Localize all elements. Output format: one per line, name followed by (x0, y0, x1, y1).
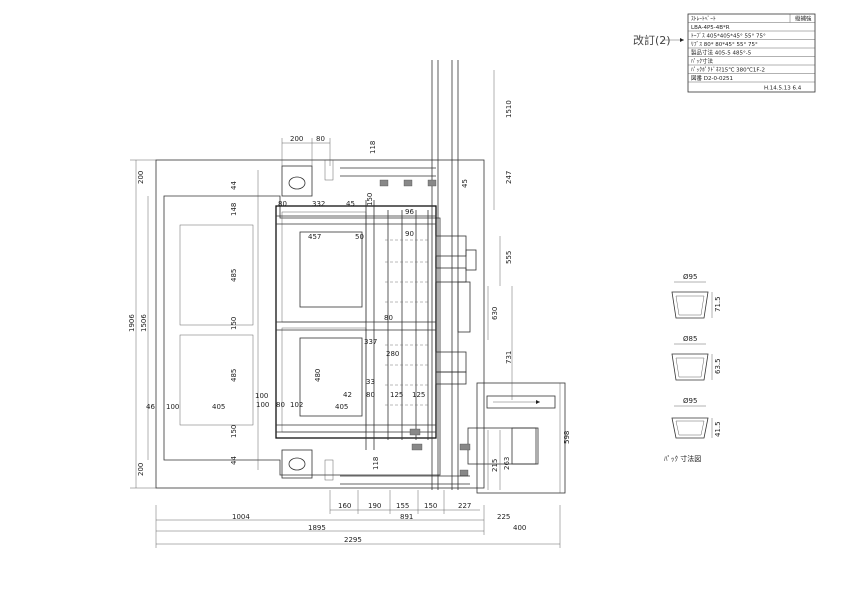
dim-80a: 80 (278, 200, 287, 208)
dim-100: 100 (256, 401, 269, 409)
dim-118b: 118 (372, 457, 380, 470)
tb-row-1-right: 縦補強 (795, 15, 812, 23)
dim-150: 150 (366, 193, 374, 206)
dim-33: 33 (366, 378, 375, 386)
dim-bot-1004: 1004 (232, 513, 250, 521)
dim-125a: 125 (390, 391, 403, 399)
dim-90: 90 (405, 230, 414, 238)
dim-bot-150: 150 (424, 502, 437, 510)
dim-148: 148 (230, 203, 238, 216)
dim-row-46: 46 (146, 403, 155, 411)
dim-332: 332 (312, 200, 325, 208)
dim-left-150: 150 (230, 317, 238, 330)
machine-frame (275, 60, 566, 494)
dim-80b: 80 (384, 314, 393, 322)
dim-42: 42 (343, 391, 352, 399)
dim-top-80: 80 (316, 135, 325, 143)
dim-bot-891: 891 (400, 513, 413, 521)
dim-480: 480 (314, 369, 322, 382)
dim-left-1506: 1506 (140, 314, 148, 332)
dim-598: 598 (563, 431, 571, 444)
dim-left-150b: 150 (230, 425, 238, 438)
dim-215: 215 (491, 459, 499, 472)
dim-bot-160: 160 (338, 502, 351, 510)
section-note: ﾊﾟｯｸ 寸法図 (664, 454, 701, 463)
dim-555: 555 (505, 251, 513, 264)
section-3-top: Ø95 (683, 397, 697, 405)
tb-row-5: 製品寸法 405-5 485°-5 (691, 49, 752, 57)
dim-485: 485 (230, 269, 238, 282)
tb-row-3: ﾄｰﾌﾞｽ 405*405*45° 55° 75° (691, 33, 766, 40)
dim-44a: 44 (230, 181, 238, 190)
pit-upper (179, 224, 254, 326)
anchor-brackets (281, 159, 334, 481)
section-1-side: 71.5 (714, 296, 722, 312)
dim-118: 118 (369, 141, 377, 154)
dim-44b: 44 (230, 456, 238, 465)
tb-row-7: ﾊﾟｯｸﾎﾟｸﾄﾞﾈﾏ15℃ 380℃1F-2 (691, 67, 765, 74)
pack-sections: Ø95 71.5 Ø85 63.5 Ø95 41.5 ﾊﾟｯｸ 寸法図 (664, 273, 722, 463)
dim-247: 247 (505, 171, 513, 184)
section-2-top: Ø85 (683, 335, 697, 343)
dim-280: 280 (386, 350, 399, 358)
dimension-labels: 200 80 118 44 80 332 45 150 96 90 457 50… (128, 100, 571, 544)
dim-bot-1895: 1895 (308, 524, 326, 532)
dim-bot-155: 155 (396, 502, 409, 510)
dim-405a: 405 (335, 403, 348, 411)
dim-left-1906: 1906 (128, 314, 136, 332)
tb-row-4: ﾘﾌﾞｽ 80* 80*45° 55° 75° (691, 41, 758, 48)
dim-45c: 45 (461, 179, 469, 188)
dim-row-405: 405 (212, 403, 225, 411)
section-2-side: 63.5 (714, 358, 722, 374)
dim-bot-400: 400 (513, 524, 526, 532)
dim-102: 102 (290, 401, 303, 409)
dim-row-100b: 100 (255, 392, 268, 400)
tb-row-1: ｽﾄﾚｰﾄﾍﾞｰﾄ (691, 16, 716, 23)
dim-left-200a: 200 (137, 171, 145, 184)
dim-45b: 45 (346, 200, 355, 208)
dim-bot-227: 227 (458, 502, 471, 510)
dim-left-200b: 200 (137, 463, 145, 476)
dim-top-200: 200 (290, 135, 303, 143)
dim-337: 337 (364, 338, 377, 346)
dim-630: 630 (491, 307, 499, 320)
section-3-side: 41.5 (714, 421, 722, 437)
dim-bot-225: 225 (497, 513, 510, 521)
dim-1510: 1510 (505, 100, 513, 118)
dim-bot-190: 190 (368, 502, 381, 510)
dim-485b: 485 (230, 369, 238, 382)
section-1-top: Ø95 (683, 273, 697, 281)
dim-row-100: 100 (166, 403, 179, 411)
dim-457: 457 (308, 233, 321, 241)
pit-lower (179, 334, 254, 426)
dimension-lines (130, 70, 561, 548)
tb-row-8: 図番 D2-0-0251 (691, 75, 733, 82)
dim-125b: 125 (412, 391, 425, 399)
revision-stamp: 改訂(2) (633, 33, 684, 47)
foundation-outline (155, 159, 485, 489)
dim-bot-2295: 2295 (344, 536, 362, 544)
dim-50: 50 (355, 233, 364, 241)
revision-stamp-text: 改訂(2) (633, 33, 671, 47)
tb-row-9: H.14.5.13 6.4 (764, 86, 802, 92)
dim-80d: 80 (276, 401, 285, 409)
dim-731: 731 (505, 351, 513, 364)
dim-263: 263 (503, 457, 511, 470)
dim-80c: 80 (366, 391, 375, 399)
tb-row-2: LBA-4P5-4B*R (691, 25, 730, 31)
tb-row-6: ﾊﾟｯｸ寸法 (691, 57, 714, 65)
dim-96: 96 (405, 208, 414, 216)
title-block: ｽﾄﾚｰﾄﾍﾞｰﾄ 縦補強 LBA-4P5-4B*R ﾄｰﾌﾞｽ 405*405… (687, 13, 816, 93)
